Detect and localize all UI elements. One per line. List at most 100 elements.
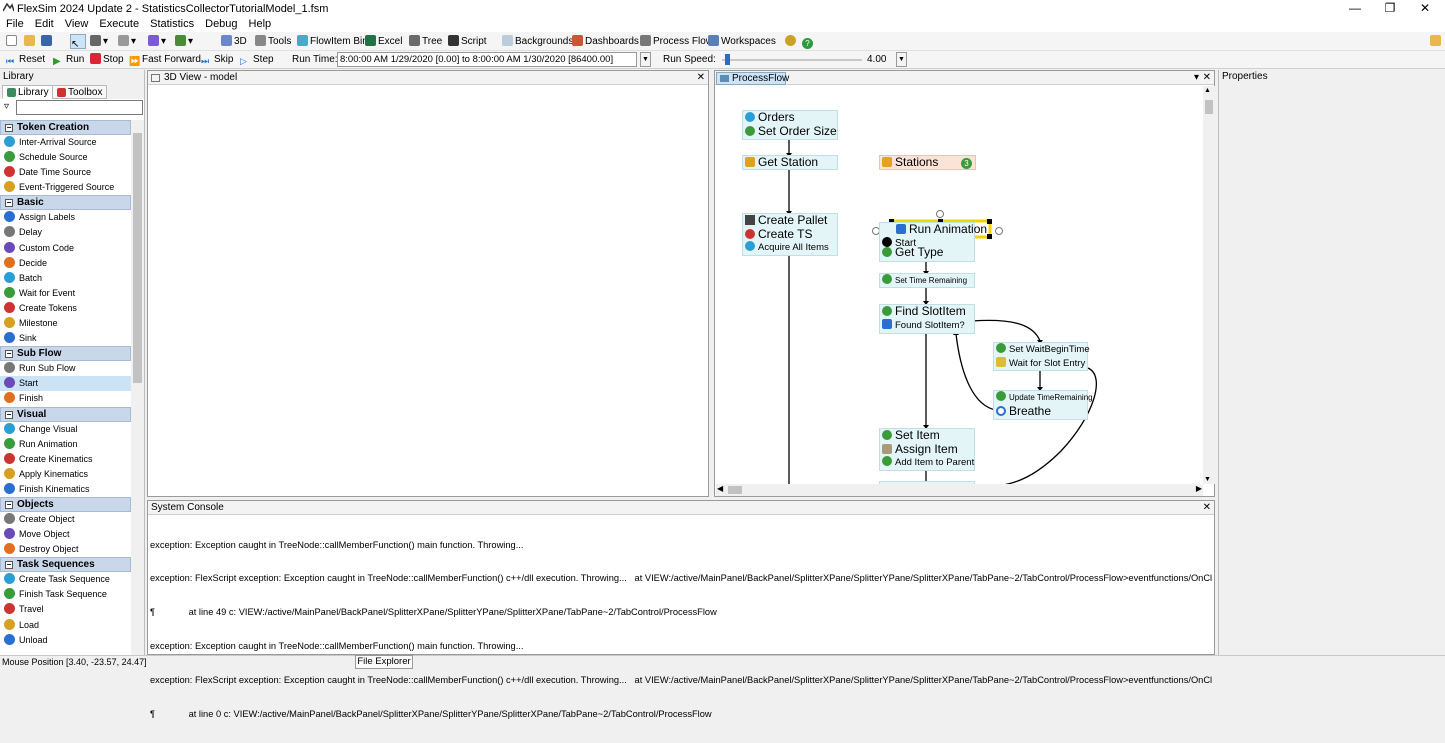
tab-processflow[interactable]: ProcessFlow [716, 72, 789, 85]
library-item[interactable]: Run Animation [0, 437, 131, 452]
library-item[interactable]: Create Task Sequence [0, 572, 131, 587]
runspeed-dropdown-icon[interactable]: ▼ [896, 52, 907, 67]
collapse-icon[interactable]: − [5, 349, 13, 359]
toolbar-flowitem-bin-button[interactable]: FlowItem Bin [297, 34, 368, 49]
scroll-up-icon[interactable]: ▲ [1204, 87, 1211, 94]
run-animation-block[interactable]: Run Animation Start Get Type [879, 222, 987, 262]
menu-debug[interactable]: Debug [205, 18, 238, 30]
runspeed-slider-thumb[interactable] [724, 54, 730, 65]
menu-edit[interactable]: Edit [34, 18, 54, 30]
new-file-icon[interactable] [6, 34, 19, 49]
collapse-icon[interactable]: − [5, 123, 13, 132]
library-item[interactable]: Unload [0, 633, 131, 648]
library-item[interactable]: Custom Code [0, 241, 131, 256]
library-item[interactable]: Finish Task Sequence [0, 587, 131, 602]
runtime-dropdown-icon[interactable]: ▼ [640, 52, 651, 67]
menu-help[interactable]: Help [248, 18, 272, 30]
toolbar-3d-button[interactable]: 3D [221, 34, 247, 49]
library-item[interactable]: Finish Kinematics [0, 482, 131, 497]
library-item[interactable]: Create Object [0, 512, 131, 527]
restore-button[interactable]: ❐ [1384, 1, 1396, 15]
library-category[interactable]: −Sub Flow [0, 346, 131, 362]
library-item[interactable]: Schedule Source [0, 150, 131, 165]
fast-forward-button[interactable]: ⏩Fast Forward [129, 54, 201, 66]
toolbar-tree-button[interactable]: Tree [409, 34, 442, 49]
view3d-close-icon[interactable]: ✕ [696, 72, 705, 83]
library-item[interactable]: Load [0, 618, 131, 633]
library-item[interactable]: Move Object [0, 527, 131, 542]
processflow-menu-icon[interactable]: ▾ [1193, 72, 1199, 83]
update-timeremaining-block[interactable]: Update TimeRemaining Breathe [993, 390, 1093, 420]
toolbar-dashboards-button[interactable]: Dashboards [572, 34, 639, 49]
toolbar-processflow-button[interactable]: Process Flow [640, 34, 713, 49]
runspeed-slider[interactable] [722, 59, 862, 61]
save-icon[interactable] [41, 34, 54, 49]
library-category[interactable]: −Objects [0, 496, 131, 512]
library-item[interactable]: Sink [0, 331, 131, 346]
minimize-button[interactable]: — [1349, 1, 1361, 15]
disconnect-mode-icon[interactable]: ▾ [118, 34, 136, 49]
library-category[interactable]: −Token Creation [0, 120, 131, 135]
folder-icon[interactable] [1430, 34, 1443, 49]
processflow-hscroll-thumb[interactable] [728, 486, 742, 494]
help-icon[interactable]: ? [802, 34, 815, 49]
library-item[interactable]: Travel [0, 602, 131, 617]
library-item[interactable]: Run Sub Flow [0, 361, 131, 376]
processflow-canvas[interactable]: Orders Set Order Size Get Station Statio… [716, 86, 1203, 484]
view3d-pane[interactable]: 3D View - model ✕ [147, 70, 709, 497]
runtime-field[interactable]: 8:00:00 AM 1/29/2020 [0.00] to 8:00:00 A… [337, 52, 637, 67]
find-slotitem-block[interactable]: Find SlotItem Found SlotItem? [879, 304, 975, 334]
close-button[interactable]: ✕ [1419, 1, 1431, 15]
library-item[interactable]: Destroy Object [0, 542, 131, 557]
library-item[interactable]: Delay [0, 225, 131, 240]
stop-button[interactable]: Stop [90, 53, 124, 67]
scroll-left-icon[interactable]: ◀ [717, 484, 724, 493]
library-item[interactable]: Finish [0, 391, 131, 406]
settings-gear-icon[interactable] [785, 34, 798, 49]
library-search-input[interactable] [16, 100, 143, 115]
next-block[interactable] [879, 481, 975, 484]
pointer-mode-icon[interactable]: ↖ [70, 34, 86, 50]
library-category[interactable]: −Basic [0, 195, 131, 211]
toolbar-excel-button[interactable]: Excel [365, 34, 402, 49]
library-item[interactable]: Apply Kinematics [0, 467, 131, 482]
menu-file[interactable]: File [6, 18, 24, 30]
create-pallet-block[interactable]: Create Pallet Create TS Acquire All Item… [742, 213, 838, 256]
skip-button[interactable]: ⏭Skip [201, 54, 234, 66]
library-item[interactable]: Decide [0, 256, 131, 271]
system-console-pane[interactable]: System Console ✕ exception: Exception ca… [147, 500, 1215, 719]
tab-library[interactable]: Library [2, 85, 54, 99]
select-color-icon[interactable]: ▾ [148, 34, 166, 49]
processflow-pane[interactable]: ▾ ✕ ProcessFlow [714, 70, 1215, 497]
library-item[interactable]: Start [0, 376, 131, 392]
set-waitbegintime-block[interactable]: Set WaitBeginTime Wait for Slot Entry [993, 342, 1090, 371]
reset-button[interactable]: ⏮Reset [6, 54, 46, 66]
library-item[interactable]: Create Kinematics [0, 452, 131, 467]
toolbar-script-button[interactable]: Script [448, 34, 487, 49]
library-category[interactable]: −Task Sequences [0, 557, 131, 573]
toolbar-tools-button[interactable]: Tools [255, 34, 291, 49]
menu-view[interactable]: View [64, 18, 89, 30]
processflow-vscroll-thumb[interactable] [1205, 100, 1213, 114]
scroll-right-icon[interactable]: ▶ [1195, 484, 1202, 493]
toolbar-backgrounds-button[interactable]: Backgrounds [502, 34, 573, 49]
library-scrollbar[interactable] [131, 120, 144, 655]
library-item[interactable]: Inter-Arrival Source [0, 135, 131, 150]
library-item[interactable]: Date Time Source [0, 165, 131, 180]
file-explorer-button[interactable]: File Explorer [355, 655, 413, 669]
console-output[interactable]: exception: Exception caught in TreeNode:… [150, 517, 1212, 743]
library-item[interactable]: Change Visual [0, 422, 131, 437]
collapse-icon[interactable]: − [5, 499, 13, 509]
step-button[interactable]: ▷Step [240, 54, 274, 66]
library-item[interactable]: Batch [0, 271, 131, 286]
library-item[interactable]: Create Tokens [0, 301, 131, 316]
library-item[interactable]: Milestone [0, 316, 131, 331]
run-button[interactable]: ▶Run [53, 54, 85, 67]
view-options-icon[interactable]: ▾ [175, 34, 193, 49]
library-item[interactable]: Assign Labels [0, 210, 131, 225]
get-station-block[interactable]: Get Station [742, 155, 838, 170]
orders-block[interactable]: Orders Set Order Size [742, 110, 838, 140]
collapse-icon[interactable]: − [5, 560, 13, 570]
collapse-icon[interactable]: − [5, 409, 13, 419]
